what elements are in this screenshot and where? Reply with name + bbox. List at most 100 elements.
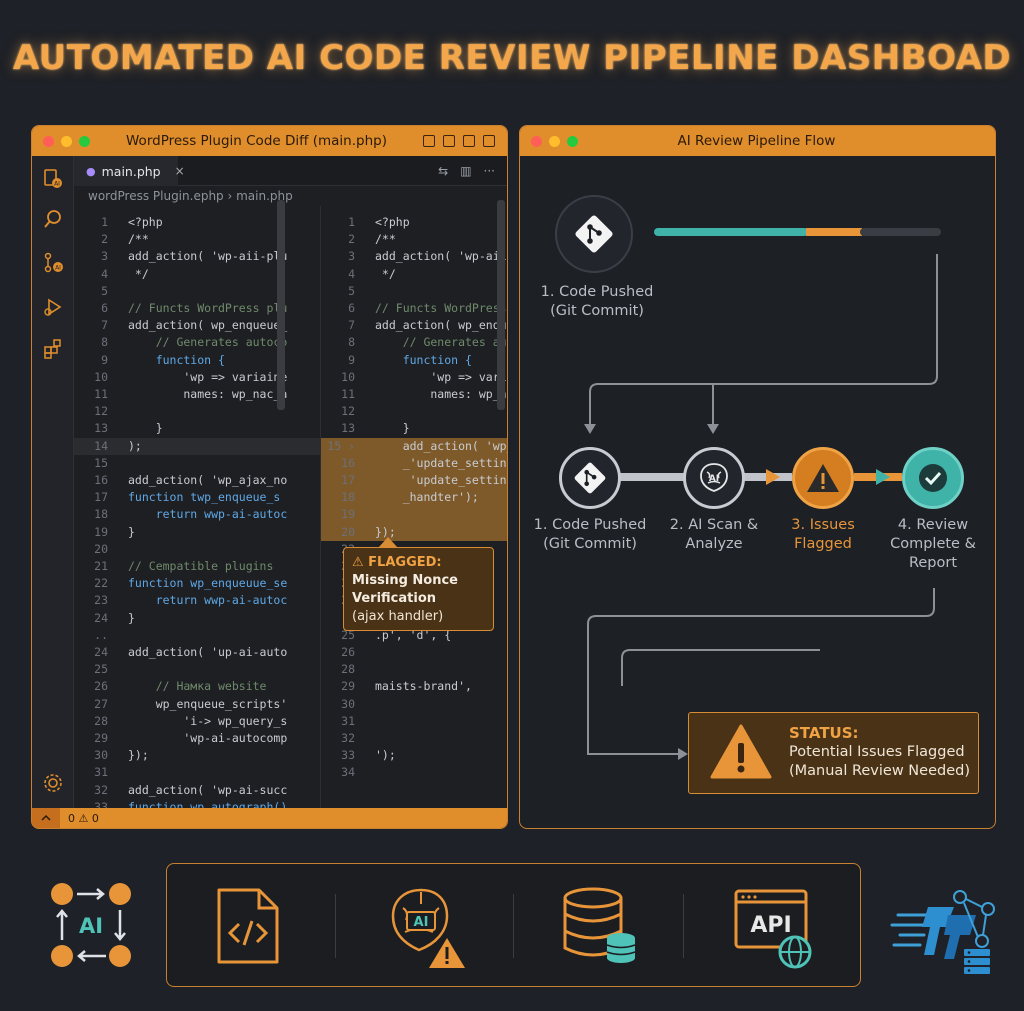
code-line[interactable]: 9 function {: [321, 352, 507, 369]
code-line[interactable]: 27 wp_enqueue_scripts': [74, 696, 320, 713]
step-1-code-pushed-node[interactable]: [559, 447, 621, 509]
code-line[interactable]: 26: [321, 644, 507, 661]
api-icon[interactable]: API: [733, 886, 817, 970]
problems-count[interactable]: 0 ⚠ 0: [68, 811, 99, 825]
step-4-review-complete-node[interactable]: [902, 447, 964, 509]
code-line[interactable]: 12: [321, 403, 507, 420]
code-line[interactable]: 29 'wp-ai-autocomp: [74, 730, 320, 747]
code-line[interactable]: 30: [321, 696, 507, 713]
customize-layout-icon[interactable]: [483, 135, 495, 147]
code-line[interactable]: 25.p', 'd', {: [321, 627, 507, 644]
code-line[interactable]: 14);: [74, 437, 320, 455]
toggle-panel-icon[interactable]: [443, 135, 455, 147]
close-window-button[interactable]: [531, 135, 542, 147]
code-line[interactable]: 23 return wwp-ai-autoc: [74, 592, 320, 609]
more-actions-icon[interactable]: ···: [483, 164, 495, 178]
ai-brain-warning-icon[interactable]: AI: [383, 884, 467, 970]
code-line[interactable]: 18 return wwp-ai-autoc: [74, 506, 320, 523]
code-line[interactable]: 8 // Generates autocom: [321, 334, 507, 351]
code-line[interactable]: 1<?php: [74, 214, 320, 231]
tab-close-icon[interactable]: ×: [174, 164, 185, 178]
code-line[interactable]: 6// Functs WordPress plug: [321, 300, 507, 317]
minimize-window-button[interactable]: [549, 135, 560, 147]
code-line[interactable]: 24}: [74, 610, 320, 627]
tab-main-php[interactable]: ● main.php ×: [74, 156, 185, 186]
code-line[interactable]: 34: [321, 764, 507, 781]
code-line[interactable]: 10 'wp => variaine: [74, 369, 320, 386]
maximize-window-button[interactable]: [79, 135, 90, 147]
code-line[interactable]: 2/**: [321, 231, 507, 248]
code-line[interactable]: 9 function {: [74, 352, 320, 369]
code-line[interactable]: 18 _handter');: [321, 489, 507, 507]
left-pane-scrollbar[interactable]: [277, 200, 285, 410]
code-line[interactable]: 5: [321, 283, 507, 300]
code-line[interactable]: 5: [74, 283, 320, 300]
code-line[interactable]: 25: [74, 661, 320, 678]
search-icon[interactable]: [42, 208, 64, 230]
code-line[interactable]: 30});: [74, 747, 320, 764]
code-line[interactable]: ..: [74, 627, 320, 644]
ai-cycle-icon[interactable]: AI: [50, 882, 134, 968]
source-control-ai-icon[interactable]: AI: [42, 252, 64, 274]
explorer-ai-icon[interactable]: AI: [42, 168, 64, 190]
minimize-window-button[interactable]: [61, 135, 72, 147]
compare-changes-icon[interactable]: ⇆: [438, 164, 449, 178]
split-editor-icon[interactable]: ▥: [460, 164, 472, 178]
step-3-issues-flagged-node[interactable]: [792, 447, 854, 509]
code-line[interactable]: 13 }: [74, 420, 320, 437]
code-line[interactable]: 19}: [74, 524, 320, 541]
code-line[interactable]: 16 _'update_settings',: [321, 454, 507, 472]
code-line[interactable]: 8 // Generates autoco: [74, 334, 320, 351]
right-pane-scrollbar[interactable]: [497, 200, 505, 410]
code-line[interactable]: 15 › add_action( 'wp_ajax: [321, 437, 507, 455]
code-file-icon[interactable]: [215, 886, 281, 966]
split-layout-icon[interactable]: [463, 135, 475, 147]
breadcrumb[interactable]: wordPress Plugin.ephp › main.php: [88, 189, 293, 203]
code-line[interactable]: 4 */: [321, 266, 507, 283]
code-line[interactable]: 1<?php: [321, 214, 507, 231]
git-commit-node-top[interactable]: [555, 195, 633, 273]
maximize-window-button[interactable]: [567, 135, 578, 147]
code-line[interactable]: 31: [74, 764, 320, 781]
code-line[interactable]: 11 names: wp_nac_an: [321, 386, 507, 403]
code-line[interactable]: 32: [321, 730, 507, 747]
code-line[interactable]: 2/**: [74, 231, 320, 248]
code-line[interactable]: 15: [74, 455, 320, 472]
code-line[interactable]: 26 // Намка website: [74, 678, 320, 695]
settings-gear-icon[interactable]: [42, 772, 64, 794]
close-window-button[interactable]: [43, 135, 54, 147]
code-line[interactable]: 11 names: wp_nac_a: [74, 386, 320, 403]
tech-logo-icon[interactable]: [890, 885, 1000, 980]
code-line[interactable]: 20});: [321, 523, 507, 541]
code-line[interactable]: 10 'wp => variaine_: [321, 369, 507, 386]
database-icon[interactable]: [563, 886, 639, 968]
code-line[interactable]: 33');: [321, 747, 507, 764]
remote-indicator-icon[interactable]: [32, 808, 60, 828]
code-line[interactable]: 28: [321, 661, 507, 678]
code-line[interactable]: 12: [74, 403, 320, 420]
code-line[interactable]: 31: [321, 713, 507, 730]
step-2-ai-scan-node[interactable]: AI: [683, 447, 745, 509]
toggle-sidebar-icon[interactable]: [423, 135, 435, 147]
code-line[interactable]: 21// Cempatible plugins: [74, 558, 320, 575]
code-line[interactable]: 17 'update_settings_ha: [321, 472, 507, 490]
code-line[interactable]: 4 */: [74, 266, 320, 283]
extensions-icon[interactable]: [42, 338, 64, 360]
code-line[interactable]: 19: [321, 506, 507, 524]
run-debug-icon[interactable]: [42, 296, 64, 318]
code-line[interactable]: 13 }: [321, 420, 507, 437]
code-line[interactable]: 20: [74, 541, 320, 558]
